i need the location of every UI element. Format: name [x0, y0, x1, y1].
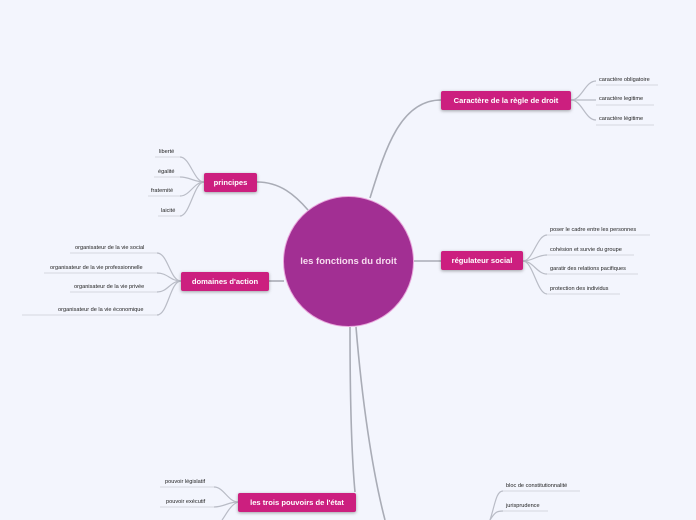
connector-principes-leaf-4: [179, 181, 205, 217]
leaf-egalite[interactable]: égalité: [158, 169, 175, 175]
leaf-liberte[interactable]: liberté: [159, 149, 175, 155]
node-domaines-action[interactable]: domaines d'action: [181, 272, 269, 291]
leaf-laicite[interactable]: laicité: [161, 208, 176, 214]
connector-center-caractere: [369, 99, 442, 199]
connector-center-principes: [256, 181, 309, 211]
leaf-vie-privee[interactable]: organisateur de la vie privée: [74, 284, 145, 290]
leaf-protection-individus[interactable]: protection des individus: [550, 286, 609, 292]
node-label: les trois pouvoirs de l'état: [250, 498, 344, 507]
leaf-vie-economique[interactable]: organisateur de la vie économique: [58, 307, 144, 313]
node-principes[interactable]: principes: [204, 173, 257, 192]
leaf-bloc-constitutionnalite[interactable]: bloc de constitutionnalité: [506, 483, 568, 489]
connector-regulateur-leaf-4: [522, 260, 548, 295]
connector-bottom-leaf-1: [489, 490, 504, 520]
connector-pouvoirs-leaf-2: [213, 501, 239, 508]
node-label: régulateur social: [451, 256, 513, 265]
leaf-fraternite[interactable]: fraternité: [151, 188, 174, 194]
connector-caractere-leaf-1: [570, 80, 597, 101]
connector-regulateur-leaf-2: [522, 254, 548, 262]
node-trois-pouvoirs[interactable]: les trois pouvoirs de l'état: [238, 493, 356, 512]
leaf-caractere-legitime-1[interactable]: caractère legitime: [599, 96, 644, 102]
connector-pouvoirs-leaf-3: [221, 501, 239, 520]
connector-regulateur-leaf-1: [522, 234, 548, 262]
leaf-jurisprudence[interactable]: jurisprudence: [506, 503, 540, 509]
leaf-cohesion-survie[interactable]: cohésion et survie du groupe: [550, 247, 622, 253]
connector-pouvoirs-leaf-1: [213, 486, 239, 503]
leaf-pouvoir-legislatif[interactable]: pouvoir législatif: [165, 479, 206, 485]
leaf-pouvoir-executif[interactable]: pouvoir exécutif: [166, 499, 206, 505]
node-label: Caractère de la règle de droit: [453, 96, 559, 105]
connector-caractere-leaf-3: [570, 99, 597, 121]
connector-principes-leaf-2: [179, 176, 205, 183]
leaf-poser-le-cadre[interactable]: poser le cadre entre les personnes: [550, 227, 637, 233]
central-topic[interactable]: les fonctions du droit: [283, 196, 414, 327]
connector-domaines-leaf-4: [156, 280, 182, 316]
node-label: principes: [213, 178, 248, 187]
leaf-vie-professionnelle[interactable]: organisateur de la vie professionnelle: [50, 265, 143, 271]
connector-bottom-leaf-2: [489, 510, 504, 520]
leaf-vie-sociale[interactable]: organisateur de la vie social: [75, 245, 145, 251]
connector-center-pouvoirs: [349, 326, 356, 493]
central-topic-label: les fonctions du droit: [300, 256, 397, 267]
leaf-relations-pacifiques[interactable]: garatir des relations pacifiques: [550, 266, 626, 272]
node-label: domaines d'action: [191, 277, 259, 286]
leaf-caractere-obligatoire[interactable]: caractère obligatoire: [599, 77, 650, 83]
connector-principes-leaf-1: [179, 156, 205, 183]
connector-center-bottom: [355, 326, 386, 520]
node-caractere-regle[interactable]: Caractère de la règle de droit: [441, 91, 571, 110]
leaf-caractere-legitime-2[interactable]: caractère légitime: [599, 116, 644, 122]
node-regulateur-social[interactable]: régulateur social: [441, 251, 523, 270]
